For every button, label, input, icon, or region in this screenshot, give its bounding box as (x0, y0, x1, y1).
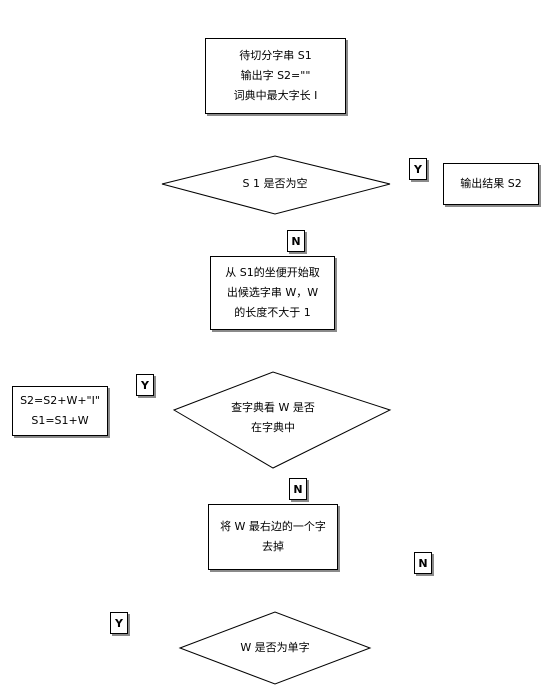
init-line-2: 输出字 S2="" (240, 69, 311, 82)
decision-single-char-shape (178, 611, 372, 685)
decision-single-char-label: W 是否为单字 (240, 641, 310, 654)
trim-line-1: 将 W 最右边的一个字 (220, 520, 326, 533)
no-badge-2: N (289, 478, 307, 500)
no-badge-3: N (414, 552, 432, 574)
decision-s1-empty-shape (161, 155, 391, 215)
take-candidate-box: 从 S1的坐便开始取 出候选字串 W，W 的长度不大于 1 (210, 256, 335, 330)
init-line-3: 词典中最大字长 I (233, 89, 318, 102)
trim-box: 将 W 最右边的一个字 去掉 (208, 504, 338, 570)
output-box: 输出结果 S2 (443, 163, 539, 205)
decision-in-dict-shape (172, 371, 392, 469)
init-box: 待切分字串 S1 输出字 S2="" 词典中最大字长 I (205, 38, 346, 114)
update-line-1: S2=S2+W+"I" (20, 394, 100, 407)
decision-in-dict-label: 查字典看 W 是否 在字典中 (231, 401, 315, 434)
take-line-2: 出候选字串 W，W (226, 286, 319, 299)
output-line-1: 输出结果 S2 (460, 177, 522, 190)
take-line-3: 的长度不大于 1 (234, 306, 311, 319)
update-line-2: S1=S1+W (31, 414, 89, 427)
init-line-1: 待切分字串 S1 (239, 49, 312, 62)
update-box: S2=S2+W+"I" S1=S1+W (12, 386, 108, 436)
trim-line-2: 去掉 (262, 540, 284, 553)
yes-badge-3: Y (110, 612, 128, 634)
take-line-1: 从 S1的坐便开始取 (225, 266, 320, 279)
yes-badge-2: Y (136, 374, 154, 396)
decision-s1-empty-label: S 1 是否为空 (242, 177, 308, 190)
no-badge-1: N (287, 230, 305, 252)
yes-badge-1: Y (409, 158, 427, 180)
